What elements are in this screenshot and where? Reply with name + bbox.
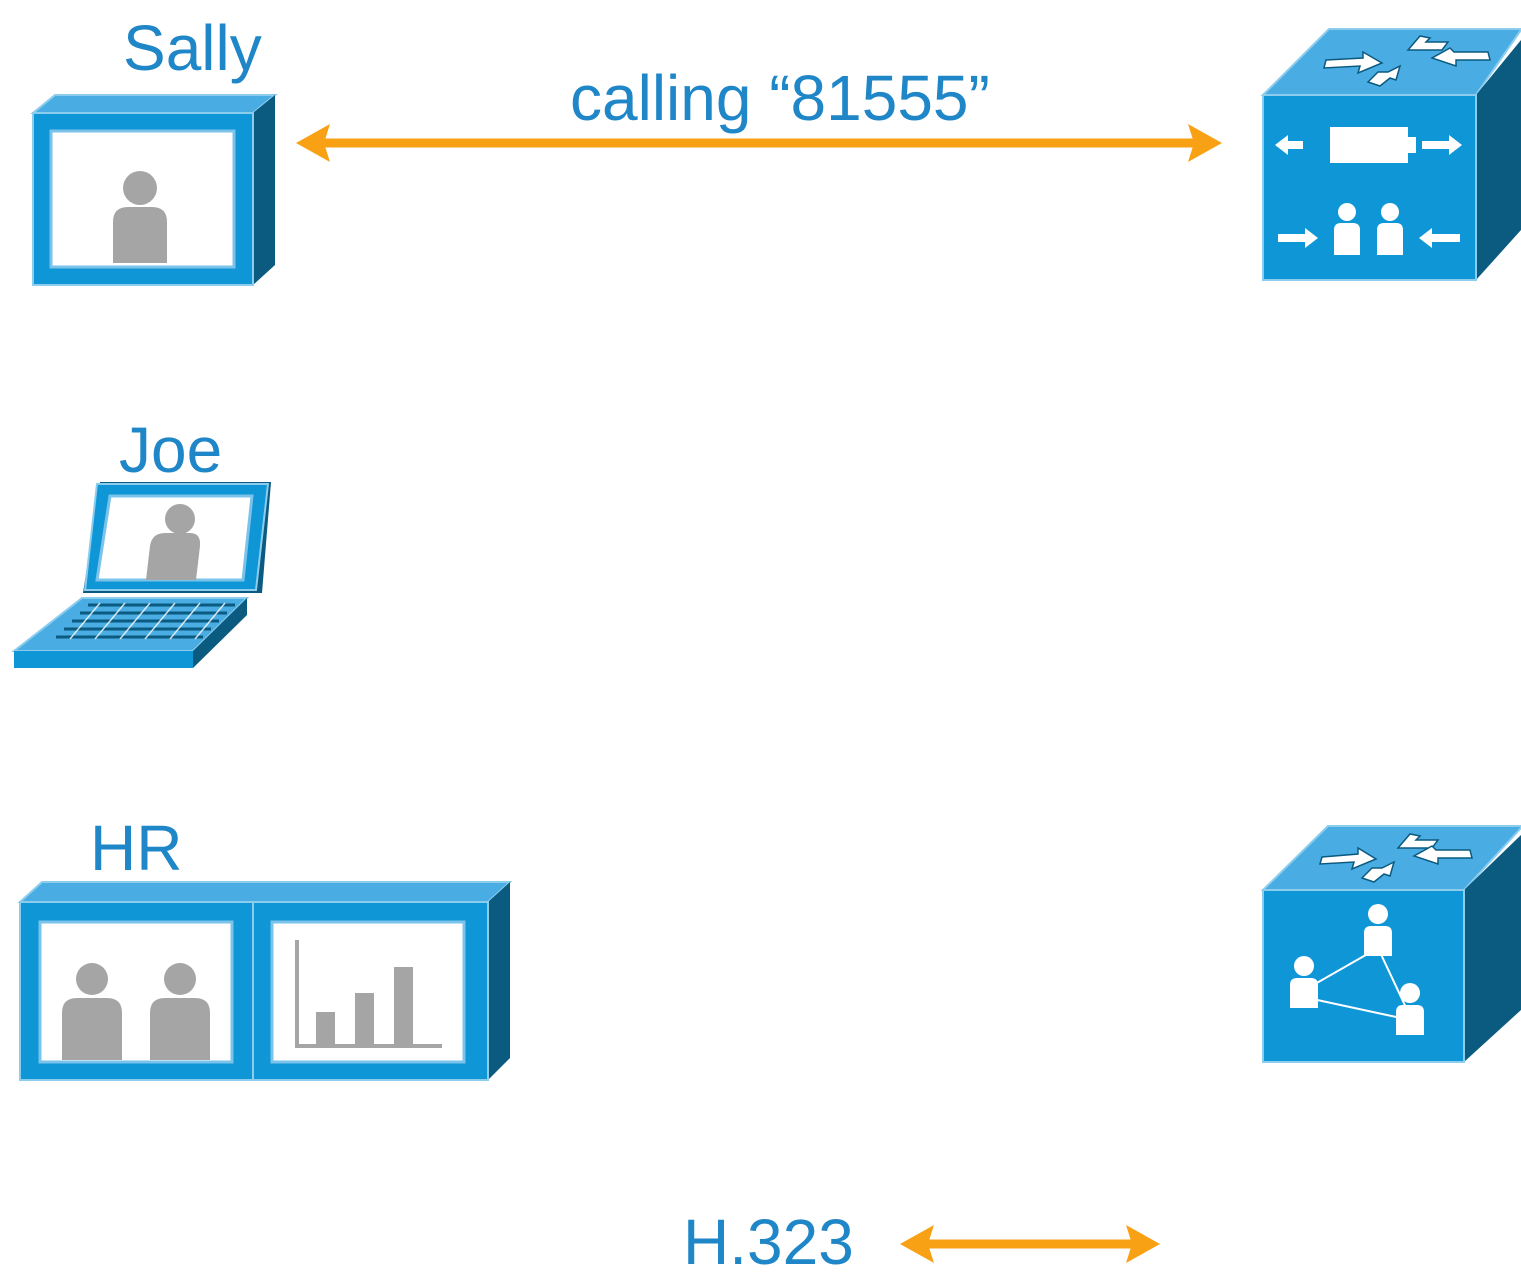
legend-label: H.323 bbox=[683, 1206, 854, 1278]
joe-label: Joe bbox=[119, 414, 223, 486]
sally-label: Sally bbox=[123, 12, 262, 84]
hr-label: HR bbox=[90, 812, 183, 884]
connection-label: calling “81555” bbox=[570, 62, 990, 134]
